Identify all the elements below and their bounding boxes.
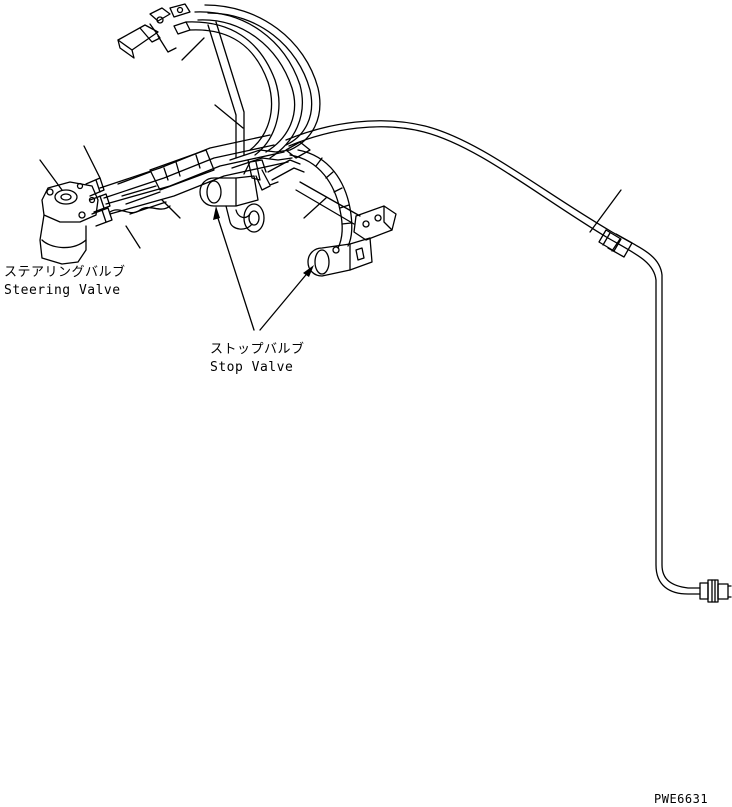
leader-line-sv-4: [161, 199, 181, 219]
middle-tubes: [229, 141, 311, 186]
main-hose: [99, 134, 289, 215]
drawing-code: PWE6631: [654, 792, 709, 806]
arrowheads: [213, 206, 314, 277]
steering-valve: [39, 177, 113, 265]
upper-hose-bundle: [185, 4, 321, 159]
stop-valve-label-en: Stop Valve: [210, 360, 294, 375]
leader-line-mid: [214, 104, 244, 129]
leader-line-sv-2: [83, 145, 101, 179]
leader-line-hose: [303, 197, 327, 219]
stop-valve-leaders: [215, 211, 311, 331]
steering-valve-label-jp: ステアリングバルブ: [4, 265, 126, 280]
long-hydraulic-tube: [285, 120, 701, 595]
leader-line-sv-1: [39, 159, 63, 191]
leader-line-top: [181, 37, 205, 61]
tube-union-fitting: [598, 229, 633, 258]
tube-end-fitting: [699, 579, 732, 603]
stop-valve-label-jp: ストップバルブ: [210, 342, 305, 357]
leader-line-sv-3: [125, 225, 141, 249]
hose-to-stop-valve: [289, 149, 353, 249]
stop-valve-left: [199, 159, 271, 233]
stop-valve-right: [307, 237, 373, 277]
steering-valve-label-en: Steering Valve: [4, 283, 121, 298]
leader-line-tube: [589, 189, 622, 233]
valve-block: [295, 181, 397, 241]
top-bracket: [117, 3, 191, 59]
